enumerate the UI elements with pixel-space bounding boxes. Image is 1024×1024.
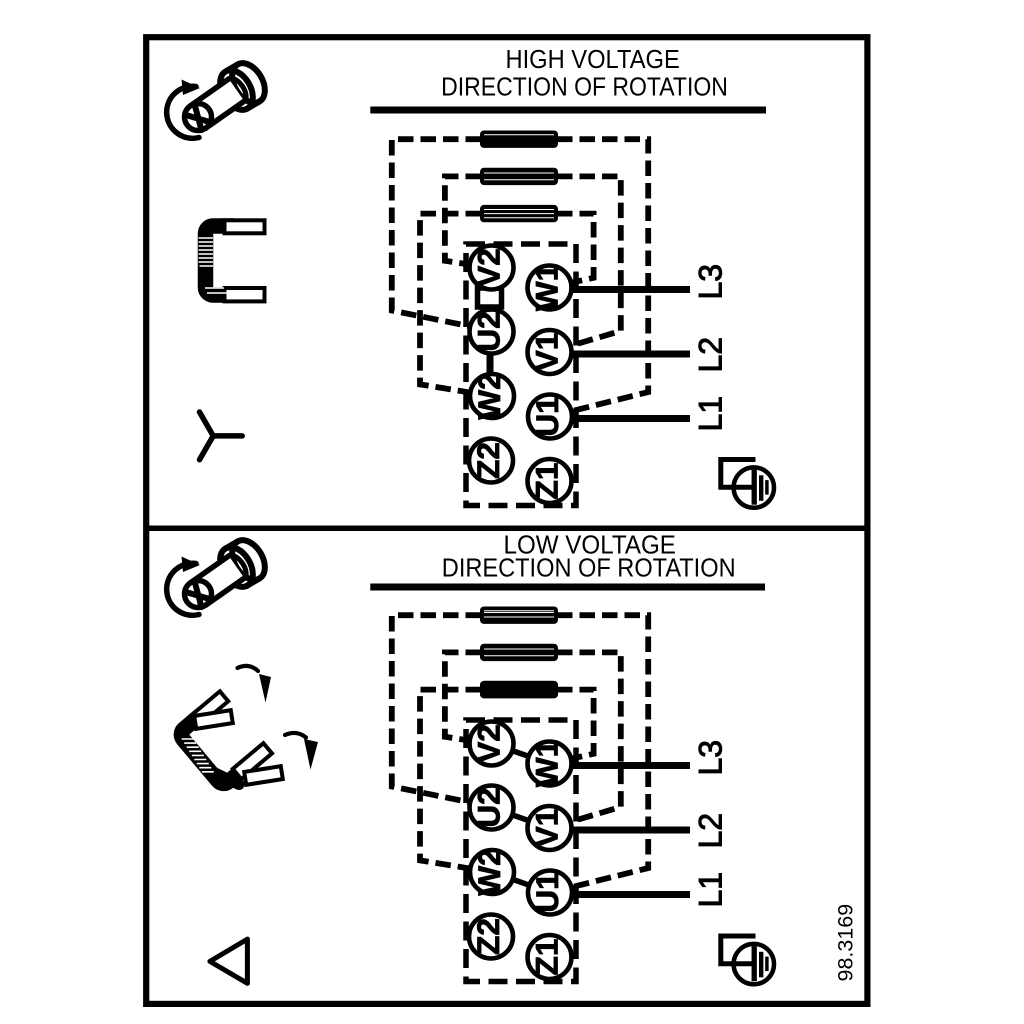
svg-text:HIGH VOLTAGE: HIGH VOLTAGE <box>505 45 679 74</box>
svg-text:98.3169: 98.3169 <box>834 904 858 982</box>
svg-text:LOW VOLTAGE: LOW VOLTAGE <box>504 531 676 560</box>
svg-text:DIRECTION OF ROTATION: DIRECTION OF ROTATION <box>442 555 736 583</box>
svg-text:DIRECTION OF ROTATION: DIRECTION OF ROTATION <box>441 73 728 102</box>
